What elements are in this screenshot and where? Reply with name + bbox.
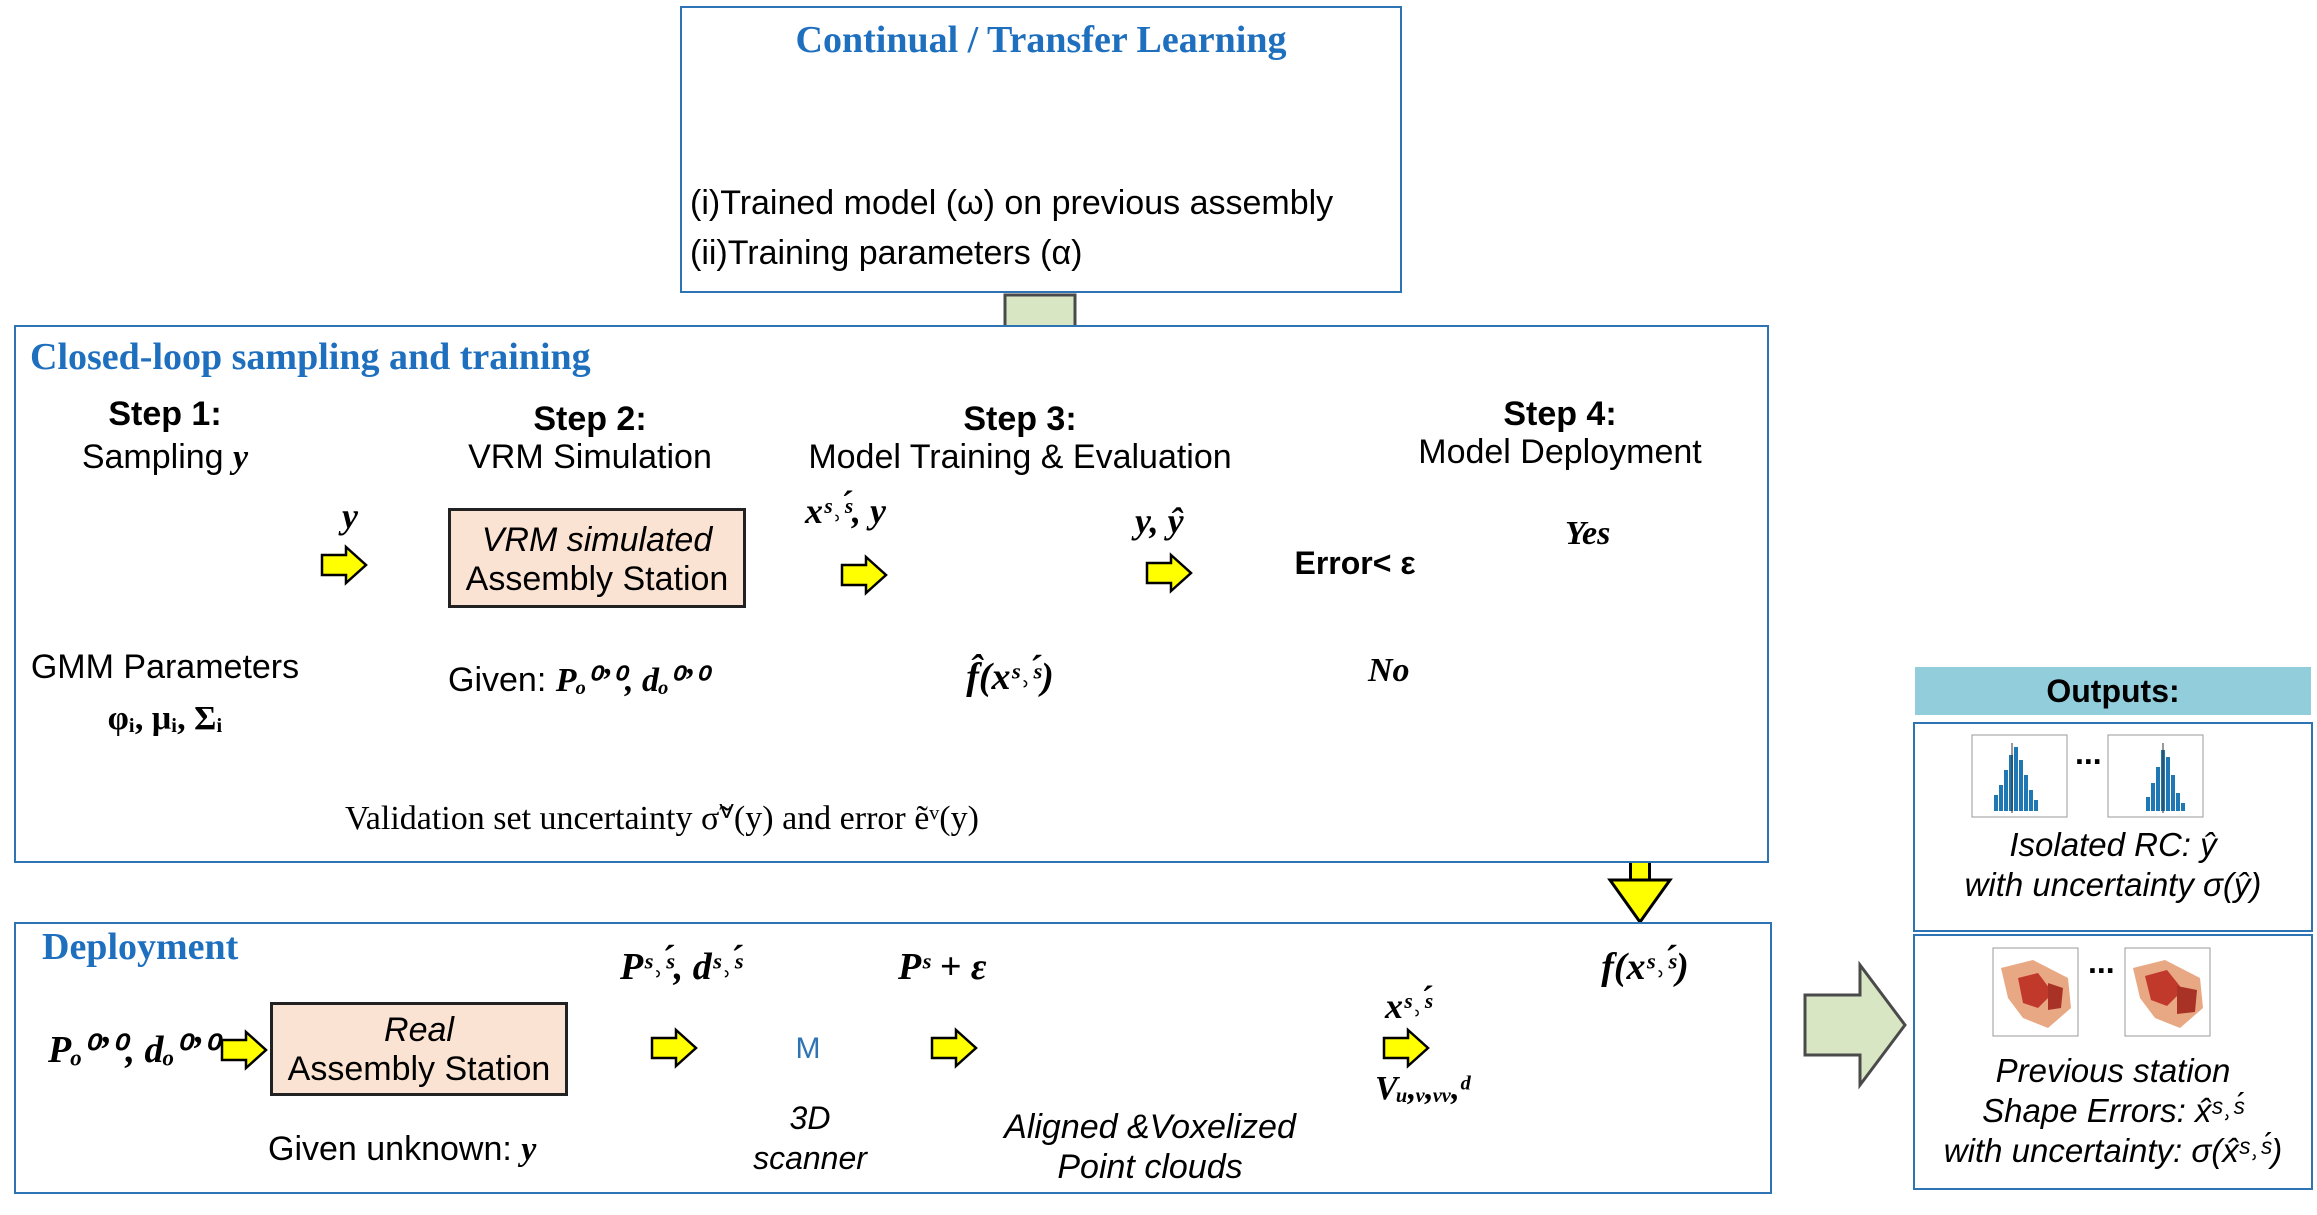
vrm-box-line2: Assembly Station	[465, 560, 729, 598]
step4-sub: Model Deployment	[1418, 433, 1702, 471]
deploy-arrow1-label: Pˢ˒ˢ́, dˢ˒ˢ́	[620, 946, 743, 988]
shape-error-thumb-2	[2124, 947, 2211, 1037]
vrm-box-line1: VRM simulated	[481, 521, 713, 559]
deploy-arrow3-bottom: Vᵤ,ᵥ,ᵥᵥ,ᵈ	[1375, 1070, 1470, 1107]
yellow-arrow-6	[930, 1027, 978, 1069]
step1-arrow-label: y	[342, 496, 358, 536]
decision-text: Error< ε	[1294, 545, 1416, 581]
vrm-box: VRM simulated Assembly Station	[448, 508, 746, 608]
step2-heading: Step 2:	[533, 400, 647, 438]
step3-sub: Model Training & Evaluation	[808, 438, 1232, 476]
given-unknown-var: y	[521, 1131, 537, 1168]
step3-func: f̂(xˢ˒ˢ́)	[966, 656, 1054, 698]
deploy-arrow2-label: Pˢ + ε	[898, 946, 987, 988]
deploy-func: f(xˢ˒ˢ́)	[1601, 946, 1689, 988]
voxel-label-2: Point clouds	[1057, 1148, 1243, 1186]
voxel-label-1: Aligned &Voxelized	[1004, 1108, 1296, 1146]
step2-given-prefix: Given:	[448, 661, 556, 699]
yellow-arrow-1	[320, 544, 368, 586]
shape-error-thumb-1	[1992, 947, 2079, 1037]
yellow-arrow-3	[1145, 552, 1193, 594]
feedback-text: Validation set uncertainty σ̃ⱽ(y) and er…	[345, 800, 979, 837]
given-unknown: Given unknown: y	[268, 1130, 536, 1169]
step2-given-math: Pₒ⁰’⁰, dₒ⁰’⁰	[555, 662, 708, 699]
scanner-symbol: M	[795, 1032, 821, 1065]
transfer-line-1: (i)Trained model (ω) on previous assembl…	[690, 184, 1334, 222]
yellow-arrow-4	[220, 1029, 268, 1071]
yellow-arrow-2	[840, 554, 888, 596]
closed-loop-panel	[14, 325, 1769, 863]
step1-heading: Step 1:	[108, 395, 222, 433]
shape-line-3: with uncertainty: σ(x̂ˢ˒ˢ́)	[1943, 1132, 2283, 1169]
real-box-line1: Real	[384, 1011, 454, 1049]
outputs-header: Outputs:	[1915, 667, 2311, 715]
gmm-label: GMM Parameters	[30, 648, 300, 686]
deploy-input-math: Pₒ⁰’⁰, dₒ⁰’⁰	[48, 1029, 218, 1071]
deploy-arrow3-top: xˢ˒ˢ́	[1385, 986, 1432, 1026]
real-box-line2: Assembly Station	[287, 1050, 551, 1088]
step1-sub: Sampling y	[20, 438, 310, 477]
step3-arrow-label: y, ŷ	[1135, 501, 1184, 541]
histogram-thumb-1	[1971, 734, 2068, 818]
shape-line-1: Previous station	[1995, 1052, 2231, 1089]
step2-given: Given: Pₒ⁰’⁰, dₒ⁰’⁰	[448, 660, 708, 700]
step2-sub: VRM Simulation	[468, 438, 712, 476]
given-unknown-text: Given unknown:	[268, 1130, 522, 1168]
scanner-label-1: 3D	[789, 1100, 831, 1136]
outputs-shape-panel	[1913, 934, 2313, 1190]
step2-arrow-label: xˢ˒ˢ́, y	[805, 491, 886, 531]
real-assembly-box: Real Assembly Station	[270, 1002, 568, 1096]
step1-sub-var: y	[233, 439, 249, 476]
deployment-title: Deployment	[42, 926, 239, 968]
transfer-learning-panel	[680, 6, 1402, 293]
transfer-line-2: (ii)Training parameters (α)	[690, 234, 1083, 272]
right-arrow-icon	[1803, 960, 1907, 1090]
step4-heading: Step 4:	[1503, 395, 1617, 433]
transfer-learning-title: Continual / Transfer Learning	[795, 19, 1287, 61]
outputs-ellipsis-1: ...	[2075, 735, 2102, 771]
step1-sub-text: Sampling	[81, 438, 234, 476]
no-label: No	[1368, 652, 1410, 689]
histogram-thumb-2	[2107, 734, 2204, 818]
yellow-arrow-7	[1382, 1027, 1430, 1069]
yes-label: Yes	[1565, 515, 1611, 552]
shape-line-2: Shape Errors: x̂ˢ˒ˢ́	[1982, 1092, 2244, 1129]
scanner-label-2: scanner	[753, 1140, 867, 1176]
closed-loop-title: Closed-loop sampling and training	[30, 336, 591, 378]
rc-line-2: with uncertainty σ(ŷ)	[1964, 866, 2262, 903]
gmm-params: φᵢ, μᵢ, Σᵢ	[107, 700, 223, 737]
step3-heading: Step 3:	[963, 400, 1077, 438]
decision-label: Error< ε	[1255, 545, 1455, 582]
yellow-arrow-5	[650, 1027, 698, 1069]
rc-line-1: Isolated RC: ŷ	[2009, 826, 2217, 863]
outputs-ellipsis-2: ...	[2088, 944, 2115, 980]
